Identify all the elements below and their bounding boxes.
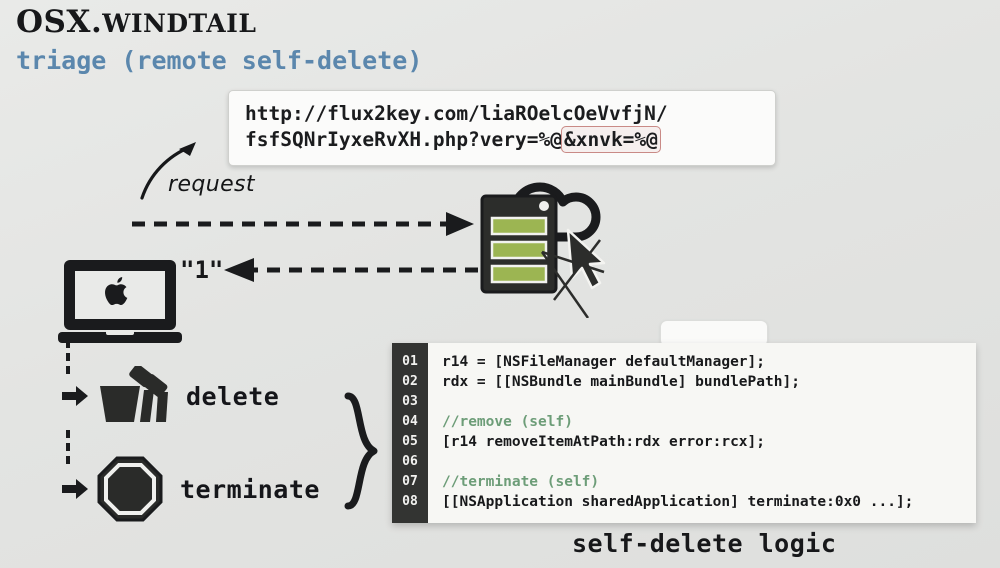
code-caption: self-delete logic [572, 529, 837, 558]
code-block: 01 02 03 04 05 06 07 08 r14 = [NSFileMan… [392, 343, 976, 523]
server-rack-icon [480, 194, 558, 294]
code-line: [r14 removeItemAtPath:rdx error:rcx]; [442, 434, 766, 450]
code-line-comment: //remove (self) [442, 414, 573, 430]
arrow-right-small-icon [62, 386, 88, 406]
server-cloud-group [480, 182, 606, 318]
dashed-connector-terminate [66, 430, 70, 464]
code-line: rdx = [[NSBundle mainBundle] bundlePath]… [442, 374, 800, 390]
url-line-1: http://flux2key.com/liaROelcOeVvfjN/ [245, 102, 668, 125]
action-row-terminate: terminate [62, 455, 320, 523]
line-number: 07 [402, 474, 418, 489]
code-line [442, 392, 976, 412]
code-gutter: 01 02 03 04 05 06 07 08 [392, 343, 428, 523]
response-label: "1" [180, 256, 224, 284]
octagon-stop-icon [97, 456, 163, 522]
page-title: OSX.WINDTAIL [16, 4, 422, 42]
code-line: [[NSApplication sharedApplication] termi… [442, 494, 914, 510]
url-line-2: fsfSQNrIyxeRvXH.php?very=%@&xnvk=%@ [245, 126, 759, 153]
line-number: 04 [402, 414, 418, 429]
page-title-prefix: OSX. [16, 4, 103, 40]
request-label: request [168, 172, 255, 197]
dashed-arrow-left-icon [224, 258, 478, 282]
dashed-arrow-right-icon [132, 212, 474, 236]
action-row-delete: delete [62, 366, 279, 426]
curved-arrow-icon [140, 142, 196, 200]
line-number: 01 [402, 354, 418, 369]
title-block: OSX.WINDTAIL triage (remote self-delete) [16, 4, 422, 77]
code-line: r14 = [NSFileManager defaultManager]; [442, 354, 766, 370]
mouse-cursor-icon [540, 228, 606, 318]
dashed-connector-delete [66, 340, 70, 374]
code-line-comment: //terminate (self) [442, 474, 600, 490]
code-body: r14 = [NSFileManager defaultManager]; rd… [428, 343, 976, 523]
line-number: 05 [402, 434, 418, 449]
url-callout-box: http://flux2key.com/liaROelcOeVvfjN/ fsf… [228, 90, 776, 166]
page-subtitle: triage (remote self-delete) [16, 46, 423, 75]
line-number: 02 [402, 374, 418, 389]
url-highlight-param: &xnvk=%@ [560, 126, 661, 153]
shredded-paper-icon [100, 366, 168, 422]
url-line-2-text: fsfSQNrIyxeRvXH.php?very=%@ [245, 128, 562, 151]
macbook-apple-icon [58, 260, 182, 343]
line-number: 03 [402, 394, 418, 409]
page-title-suffix: WINDTAIL [102, 9, 257, 38]
code-line [442, 452, 976, 472]
curly-brace-icon [344, 392, 378, 510]
line-number: 06 [402, 454, 418, 469]
line-number: 08 [402, 494, 418, 509]
action-label-delete: delete [186, 381, 280, 411]
action-label-terminate: terminate [180, 474, 320, 504]
arrow-right-small-icon [62, 479, 88, 499]
